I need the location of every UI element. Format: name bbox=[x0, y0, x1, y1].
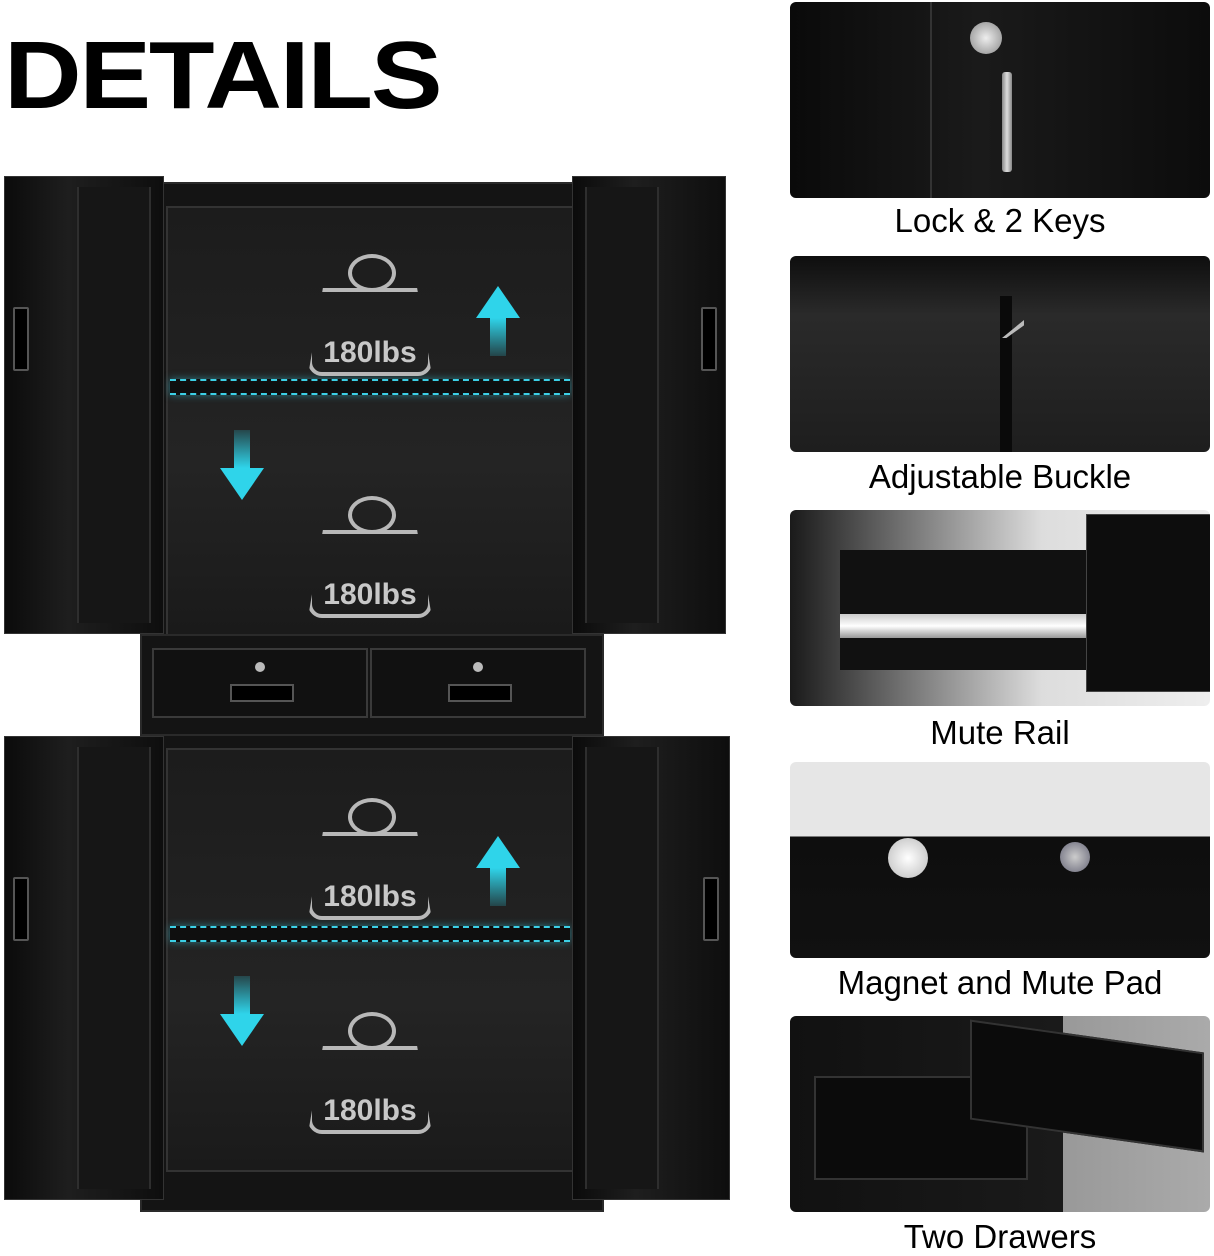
cabinet-illustration: 180lbs 180lbs 180lbs 180lbs bbox=[4, 176, 730, 1216]
lock-icon bbox=[473, 662, 483, 672]
caption-adjustable-buckle: Adjustable Buckle bbox=[868, 458, 1132, 495]
arrow-up-icon bbox=[476, 286, 520, 366]
key-lock-icon bbox=[970, 22, 1002, 54]
weight-label: 180lbs bbox=[323, 336, 417, 369]
weight-icon: 180lbs bbox=[308, 496, 432, 618]
left-drawer bbox=[152, 648, 368, 718]
weight-icon: 180lbs bbox=[308, 254, 432, 376]
right-drawer bbox=[370, 648, 586, 718]
lower-left-door bbox=[4, 736, 164, 1200]
lower-right-door bbox=[572, 736, 730, 1200]
weight-icon: 180lbs bbox=[308, 1012, 432, 1134]
two-drawers-photo bbox=[790, 1016, 1210, 1212]
rail-slide bbox=[840, 614, 1100, 638]
arrow-down-icon bbox=[220, 976, 264, 1056]
upper-shelf bbox=[170, 379, 570, 395]
door-handle bbox=[13, 307, 29, 371]
caption-magnet-mute-pad: Magnet and Mute Pad bbox=[837, 964, 1163, 1001]
arrow-down-icon bbox=[220, 430, 264, 510]
adjustable-buckle-photo bbox=[790, 256, 1210, 452]
magnet-pad-photo bbox=[790, 762, 1210, 958]
caption-mute-rail: Mute Rail bbox=[930, 714, 1070, 751]
caption-two-drawers: Two Drawers bbox=[903, 1218, 1097, 1255]
mute-rail-photo bbox=[790, 510, 1210, 706]
lock-icon bbox=[255, 662, 265, 672]
lock-keys-photo bbox=[790, 2, 1210, 198]
lower-shelf bbox=[170, 926, 570, 942]
shelf-rail bbox=[1000, 296, 1012, 452]
magnet-icon bbox=[888, 838, 928, 878]
door-handle bbox=[13, 877, 29, 941]
weight-label: 180lbs bbox=[323, 880, 417, 913]
weight-label: 180lbs bbox=[323, 578, 417, 611]
mute-pad-icon bbox=[1060, 842, 1090, 872]
caption-lock-keys: Lock & 2 Keys bbox=[894, 202, 1106, 239]
arrow-up-icon bbox=[476, 836, 520, 916]
upper-left-door bbox=[4, 176, 164, 634]
upper-right-door bbox=[572, 176, 726, 634]
key-icon bbox=[1002, 72, 1012, 172]
weight-icon: 180lbs bbox=[308, 798, 432, 920]
weight-label: 180lbs bbox=[323, 1094, 417, 1127]
door-handle bbox=[701, 307, 717, 371]
page-title: DETAILS bbox=[4, 22, 443, 129]
door-handle bbox=[703, 877, 719, 941]
